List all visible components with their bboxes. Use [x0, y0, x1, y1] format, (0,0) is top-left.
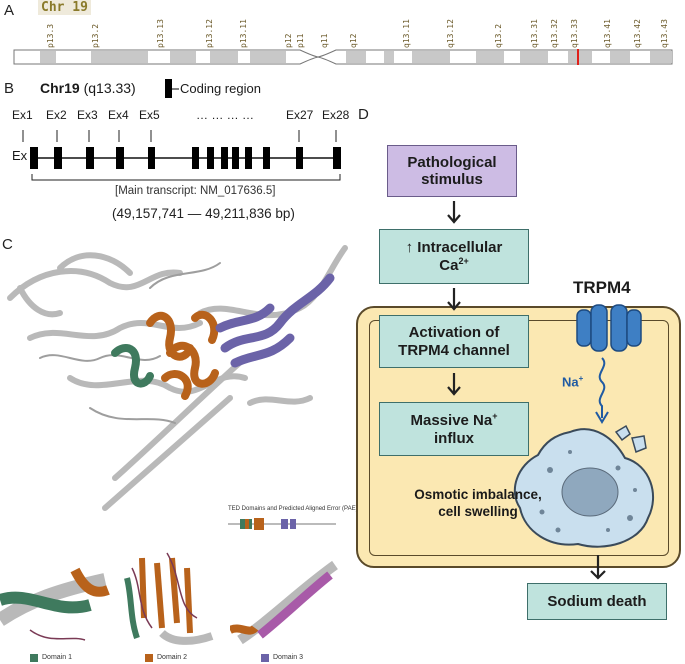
- chromosome-band: [346, 51, 366, 63]
- panel-c-letter: C: [2, 236, 13, 253]
- coding-region-label: Coding region: [180, 81, 261, 96]
- genomic-coordinates: (49,157,741 — 49,211,836 bp): [112, 206, 295, 221]
- sodium-flow-arrow-icon: [595, 357, 609, 424]
- exon-label-ellipsis: … … … …: [196, 108, 255, 122]
- chromosome-title: Chr 19: [38, 0, 91, 15]
- chromosome-band: [91, 51, 148, 63]
- activation-line-1: Activation of: [408, 324, 500, 342]
- ca-superscript: 2+: [458, 256, 469, 266]
- chromosome-band: [40, 51, 56, 63]
- sodium-death-box: Sodium death: [527, 583, 667, 620]
- chromosome-band: [210, 51, 238, 63]
- chromosome-band: [610, 51, 630, 63]
- domain-3-thumbnail: [230, 560, 340, 648]
- band-label: q13.43: [660, 19, 669, 48]
- ca-line-2: Ca: [439, 257, 459, 274]
- band-label: q13.33: [570, 19, 579, 48]
- exon-label-5: Ex5: [139, 108, 160, 122]
- band-label: q13.2: [494, 23, 503, 48]
- locus-band: (q13.33): [83, 80, 136, 96]
- chromosome-band: [568, 51, 592, 63]
- stimulus-line-2: stimulus: [421, 171, 483, 188]
- domain-1-swatch: [30, 654, 38, 662]
- exon-label-27: Ex27: [286, 108, 314, 122]
- domain-2-thumbnail: [122, 548, 222, 648]
- chromosome-ideogram: [13, 49, 673, 65]
- chromosome-band: [520, 51, 548, 63]
- cell-debris-icon: [614, 424, 647, 454]
- stimulus-line-1: Pathological: [407, 153, 497, 171]
- influx-line-2: influx: [433, 429, 474, 447]
- arrow-2-icon: [447, 288, 461, 311]
- sodium-death-label: Sodium death: [547, 592, 647, 610]
- gene-structure: [22, 130, 341, 181]
- exon-label-3: Ex3: [77, 108, 98, 122]
- osmotic-line-2: cell swelling: [438, 503, 518, 519]
- domain-3-label: Domain 3: [273, 654, 303, 661]
- exon-label-28: Ex28: [322, 108, 350, 122]
- panel-d-letter: D: [358, 106, 369, 123]
- ca-line-1: ↑ Intracellular: [405, 238, 503, 256]
- band-label: q13.31: [530, 19, 539, 48]
- domain-2-label: Domain 2: [157, 654, 187, 661]
- coding-region-legend-icon: [165, 79, 179, 98]
- band-label: q13.41: [603, 19, 612, 48]
- trpm4-channel-icon: [576, 304, 642, 352]
- sodium-ion-label: Na+: [562, 374, 583, 389]
- chromosome-band: [250, 51, 286, 63]
- domain-3-swatch: [261, 654, 269, 662]
- chromosome-band: [170, 51, 196, 63]
- trpm4-label: TRPM4: [573, 278, 631, 297]
- chromosome-band: [650, 51, 672, 63]
- protein-structure-image: [7, 245, 348, 511]
- arrow-1-icon: [447, 201, 461, 224]
- arrow-to-death-icon: [590, 555, 606, 580]
- band-label: p13.12: [205, 19, 214, 48]
- band-label: p13.3: [46, 23, 55, 48]
- osmotic-imbalance-label: Osmotic imbalance,cell swelling: [383, 487, 573, 521]
- transcript-label: [Main transcript: NM_017636.5]: [115, 185, 276, 197]
- chromosome-band: [384, 51, 394, 63]
- panel-b-letter: B: [4, 80, 15, 97]
- sodium-symbol: Na: [562, 374, 579, 390]
- band-label: q13.11: [402, 19, 411, 48]
- exon-label-4: Ex4: [108, 108, 129, 122]
- domain-1-label: Domain 1: [42, 654, 72, 661]
- band-label: q11: [320, 33, 329, 48]
- osmotic-line-1: Osmotic imbalance,: [414, 487, 542, 502]
- domain-1-thumbnail: [0, 560, 110, 648]
- influx-line-1: Massive Na: [410, 412, 493, 430]
- domain-2-swatch: [145, 654, 153, 662]
- exon-boxes: [30, 147, 341, 169]
- activation-line-2: TRPM4 channel: [398, 341, 510, 359]
- band-label: p13.2: [91, 23, 100, 48]
- exon-label-2: Ex2: [46, 108, 67, 122]
- band-label: p12: [284, 33, 293, 48]
- arrow-3-icon: [447, 373, 461, 396]
- ted-domain-track: [228, 518, 336, 530]
- exon-label-1: Ex1: [12, 108, 33, 122]
- na-influx-box: Massive Na+ influx: [379, 402, 529, 456]
- swollen-cell-icon: [513, 428, 655, 548]
- chromosome-name: Chr19: [40, 80, 80, 96]
- band-label: q13.42: [633, 19, 642, 48]
- exon-row-label: Ex: [12, 148, 28, 163]
- influx-superscript: +: [492, 411, 498, 422]
- ted-domains-title: TED Domains and Predicted Aligned Error …: [228, 506, 358, 512]
- band-label: q13.12: [446, 19, 455, 48]
- panel-a-letter: A: [4, 2, 15, 19]
- band-label: p11: [296, 33, 305, 48]
- band-label: p13.13: [156, 19, 165, 48]
- band-label: q12: [349, 33, 358, 48]
- band-label: p13.11: [239, 19, 248, 48]
- chromosome-band: [412, 51, 450, 63]
- band-label: q13.32: [550, 19, 559, 48]
- sodium-superscript: +: [578, 374, 584, 383]
- chromosome-band: [476, 51, 504, 63]
- chromosome-locus: Chr19 (q13.33): [40, 80, 136, 96]
